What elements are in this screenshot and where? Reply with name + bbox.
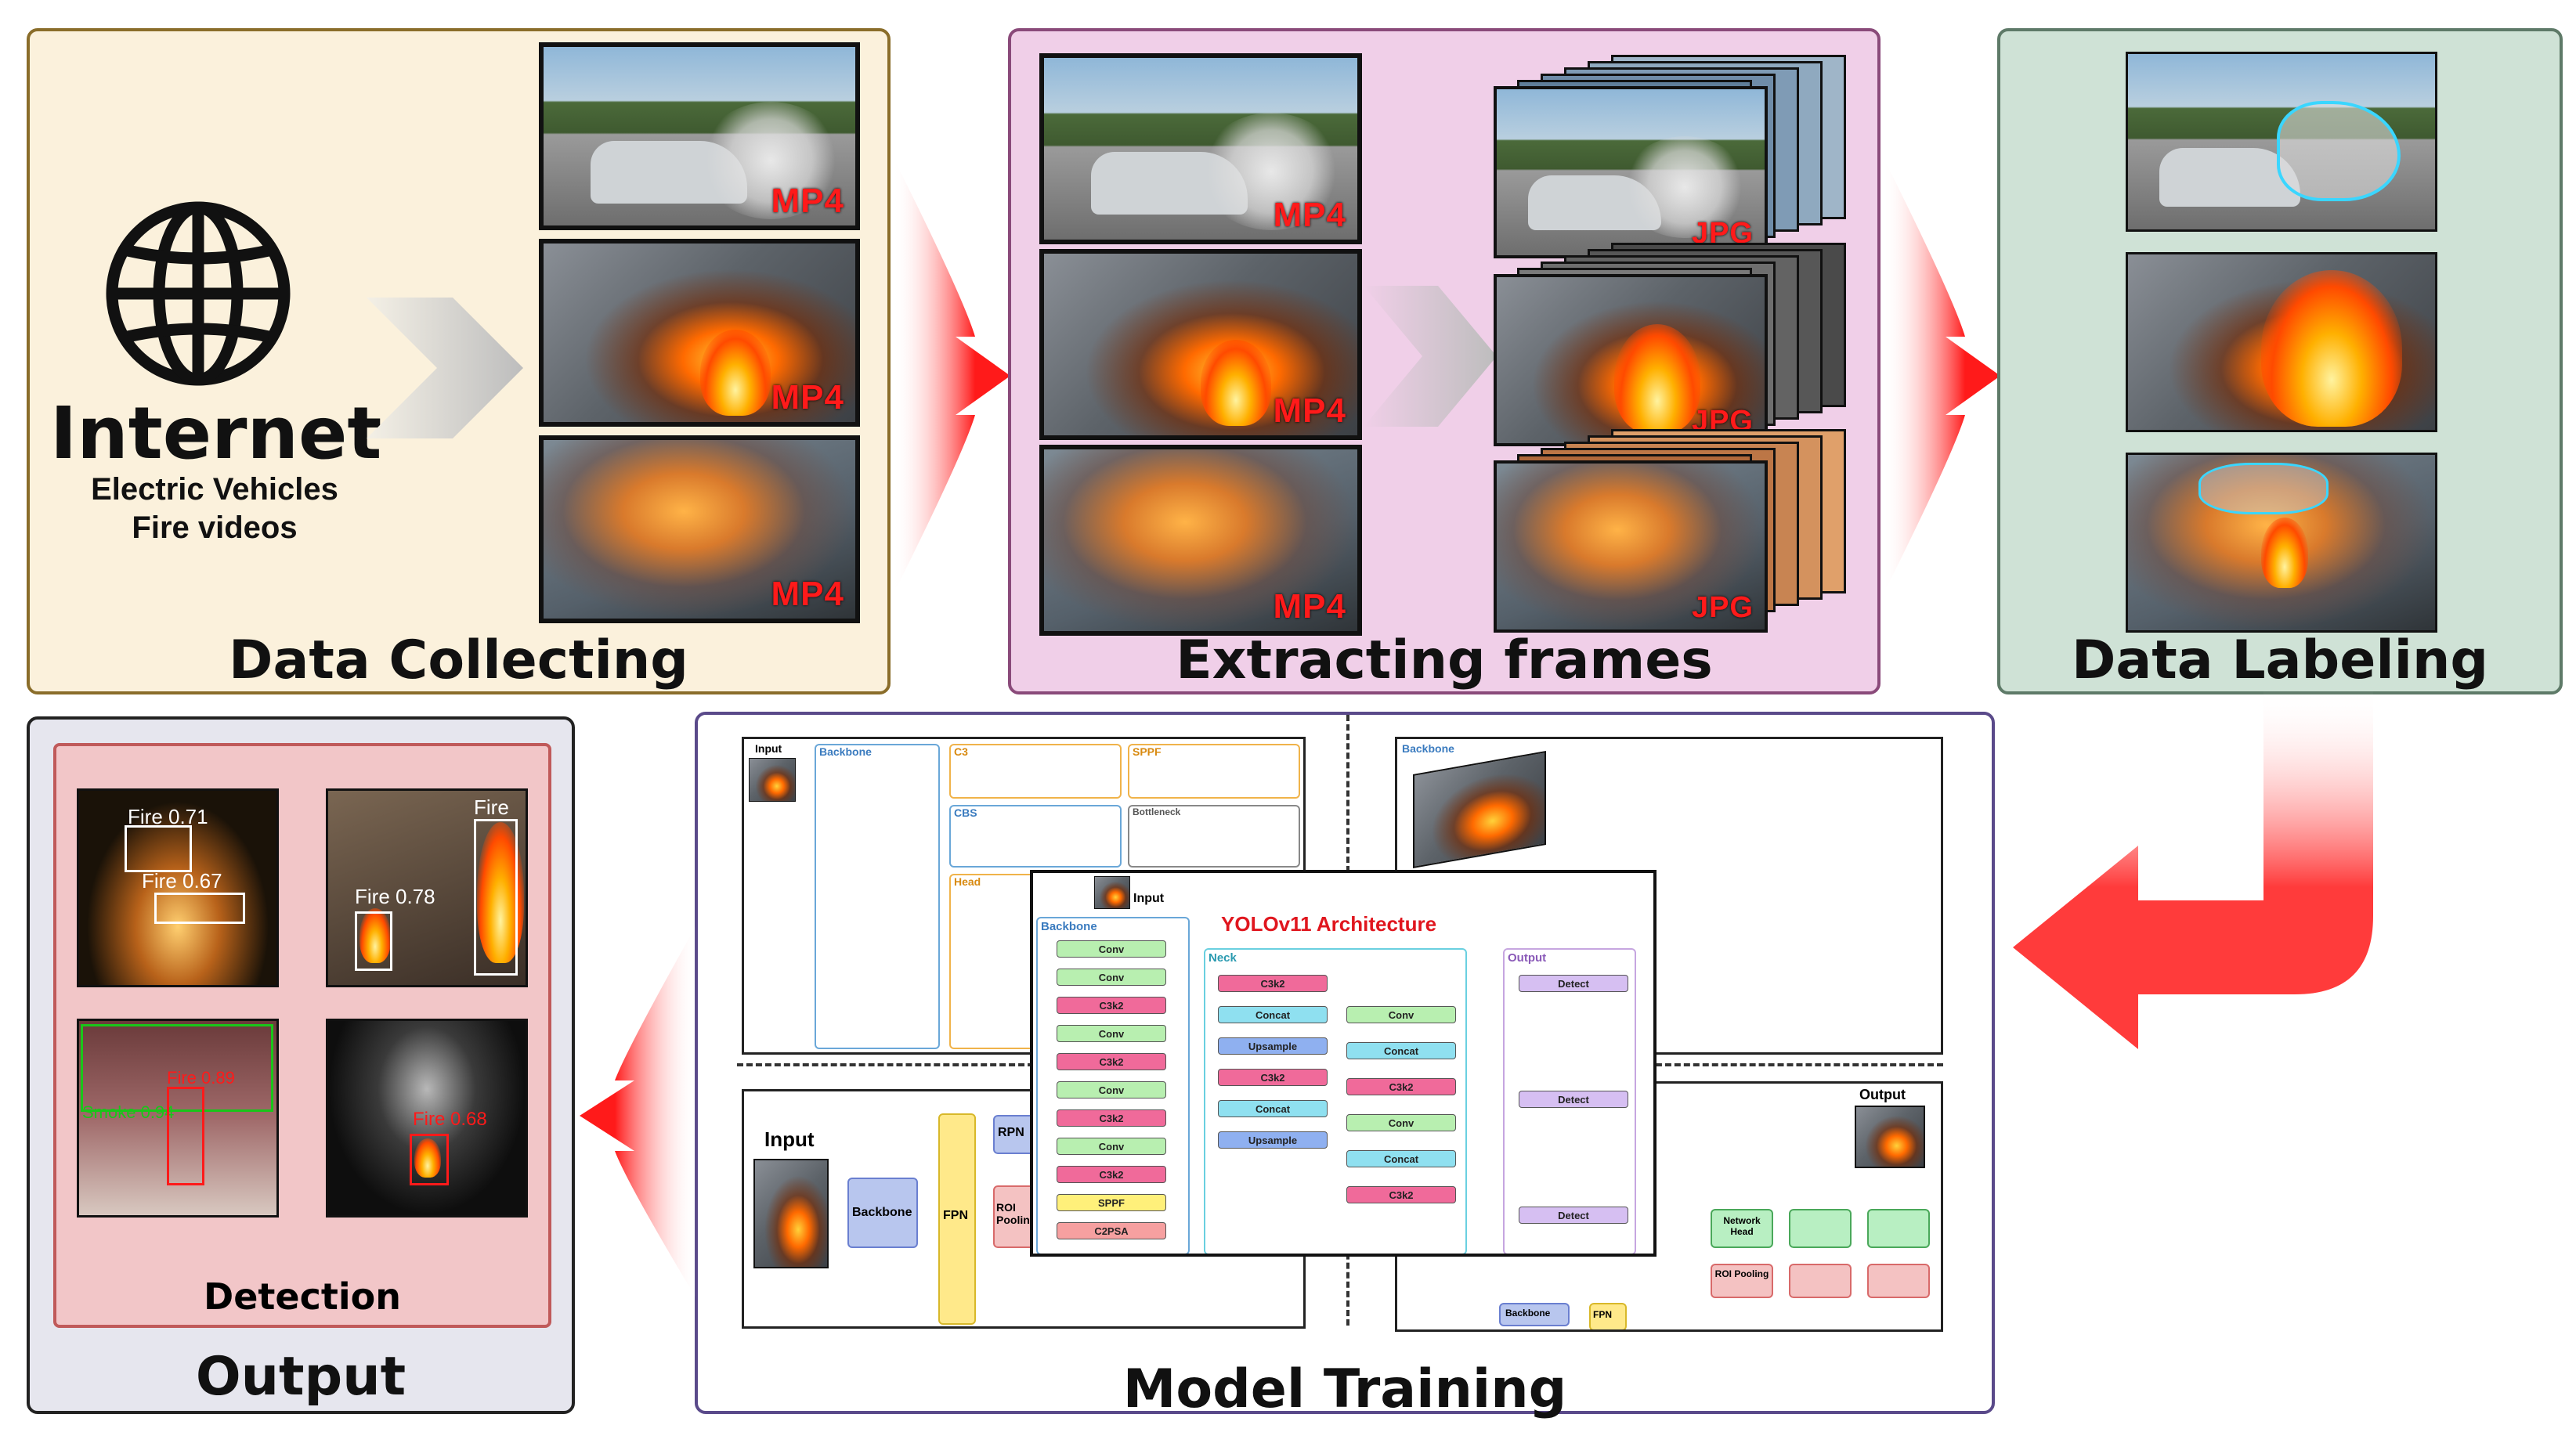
- source-video-1: MP4: [1039, 53, 1362, 244]
- yolo-node-conv: Conv: [1057, 1138, 1166, 1155]
- format-label: MP4: [771, 378, 844, 417]
- source-video-3: MP4: [1039, 445, 1362, 636]
- yolo-node-c3k2: C3k2: [1057, 1109, 1166, 1127]
- source-video-2: MP4: [1039, 249, 1362, 440]
- yolo-neck-box: [1204, 948, 1467, 1254]
- format-label: MP4: [771, 575, 844, 613]
- internet-sub-1: Electric Vehicles: [91, 472, 338, 507]
- detection-image-2: Fire Fire 0.78: [326, 788, 528, 987]
- format-label: MP4: [1273, 196, 1346, 234]
- video-thumb-2: MP4: [539, 239, 860, 427]
- red-flow-arrow-3: [580, 924, 697, 1300]
- panel-title: Data Collecting: [229, 630, 688, 691]
- yolo-node-c2psa: C2PSA: [1057, 1222, 1166, 1239]
- detection-image-1: Fire 0.71 Fire 0.67: [77, 788, 279, 987]
- yolo-node-c3k2: C3k2: [1218, 1069, 1328, 1086]
- format-label: MP4: [771, 182, 844, 220]
- yolo-node-sppf: SPPF: [1057, 1194, 1166, 1211]
- panel-title: Extracting frames: [1176, 630, 1713, 691]
- video-thumb-3: MP4: [539, 435, 860, 623]
- yolo-node-upsample: Upsample: [1218, 1037, 1328, 1055]
- yolo-backbone-box: [1036, 917, 1190, 1254]
- video-thumb-1: MP4: [539, 42, 860, 230]
- format-label: MP4: [1273, 391, 1346, 430]
- yolo-node-concat: Concat: [1218, 1100, 1328, 1117]
- model-training-panel: Input Backbone C3 SPPF CBS Bottleneck He…: [695, 712, 1995, 1420]
- labeled-image-2: [2126, 252, 2437, 432]
- frame-stack-3: JPG: [1494, 429, 1870, 640]
- yolo-node-concat: Concat: [1346, 1150, 1456, 1167]
- labeled-image-1: [2126, 52, 2437, 232]
- yolo-node-upsample: Upsample: [1218, 1131, 1328, 1149]
- yolo-node-detect: Detect: [1519, 1091, 1628, 1108]
- yolo-node-conv: Conv: [1346, 1114, 1456, 1131]
- internet-sub-2: Fire videos: [132, 510, 298, 545]
- yolo-node-concat: Concat: [1346, 1042, 1456, 1059]
- yolo-node-c3k2: C3k2: [1057, 1166, 1166, 1183]
- yolo-node-conv: Conv: [1057, 969, 1166, 986]
- red-flow-arrow-2: [1883, 157, 2000, 595]
- yolo-input-label: Input: [1133, 892, 1165, 905]
- data-collecting-panel: Internet Electric Vehicles Fire videos M…: [27, 28, 891, 694]
- frame-stack-2: JPG: [1494, 243, 1870, 454]
- detection-image-4: Fire 0.68: [326, 1019, 528, 1218]
- detection-subtitle: Detection: [204, 1275, 401, 1318]
- labeled-image-3: [2126, 453, 2437, 633]
- panel-title: Output: [195, 1346, 406, 1408]
- extracting-frames-panel: MP4 MP4 MP4 JPG JPG: [1008, 28, 1881, 694]
- format-label: JPG: [1691, 591, 1754, 624]
- yolo-node-c3k2: C3k2: [1057, 997, 1166, 1014]
- yolo-node-conv: Conv: [1057, 1025, 1166, 1042]
- yolo-output-box: [1503, 948, 1636, 1254]
- detection-panel: Fire 0.71 Fire 0.67 Fire Fire 0.78 Smoke…: [53, 743, 551, 1328]
- yolo-node-c3k2: C3k2: [1346, 1186, 1456, 1203]
- yolo-node-c3k2: C3k2: [1346, 1078, 1456, 1095]
- data-labeling-panel: Data Labeling: [1997, 28, 2563, 694]
- yolo-title: YOLOv11 Architecture: [1221, 912, 1437, 936]
- yolo-node-c3k2: C3k2: [1057, 1053, 1166, 1070]
- red-return-arrow: [2013, 689, 2373, 1049]
- panel-title: Data Labeling: [2071, 630, 2489, 691]
- internet-heading: Internet: [50, 391, 382, 475]
- yolo-node-conv: Conv: [1057, 940, 1166, 958]
- yolo-node-conv: Conv: [1346, 1006, 1456, 1023]
- detection-image-3: Smoke 0.94 Fire 0.89: [77, 1019, 279, 1218]
- yolo-node-concat: Concat: [1218, 1006, 1328, 1023]
- gray-arrow-icon: [367, 298, 523, 438]
- output-panel: Fire 0.71 Fire 0.67 Fire Fire 0.78 Smoke…: [27, 716, 575, 1414]
- yolo-node-conv: Conv: [1057, 1081, 1166, 1098]
- yolo-node-detect: Detect: [1519, 1207, 1628, 1224]
- red-flow-arrow-1: [893, 157, 1010, 595]
- frame-stack-1: JPG: [1494, 55, 1870, 266]
- yolo-architecture: Input YOLOv11 Architecture Backbone Neck…: [1030, 870, 1657, 1257]
- yolo-node-detect: Detect: [1519, 975, 1628, 992]
- yolo-node-c3k2: C3k2: [1218, 975, 1328, 992]
- globe-icon: [106, 201, 291, 386]
- yolo-input-image: [1094, 876, 1130, 909]
- gray-arrow-icon: [1364, 286, 1497, 427]
- format-label: MP4: [1273, 587, 1346, 626]
- panel-title: Model Training: [1122, 1358, 1567, 1420]
